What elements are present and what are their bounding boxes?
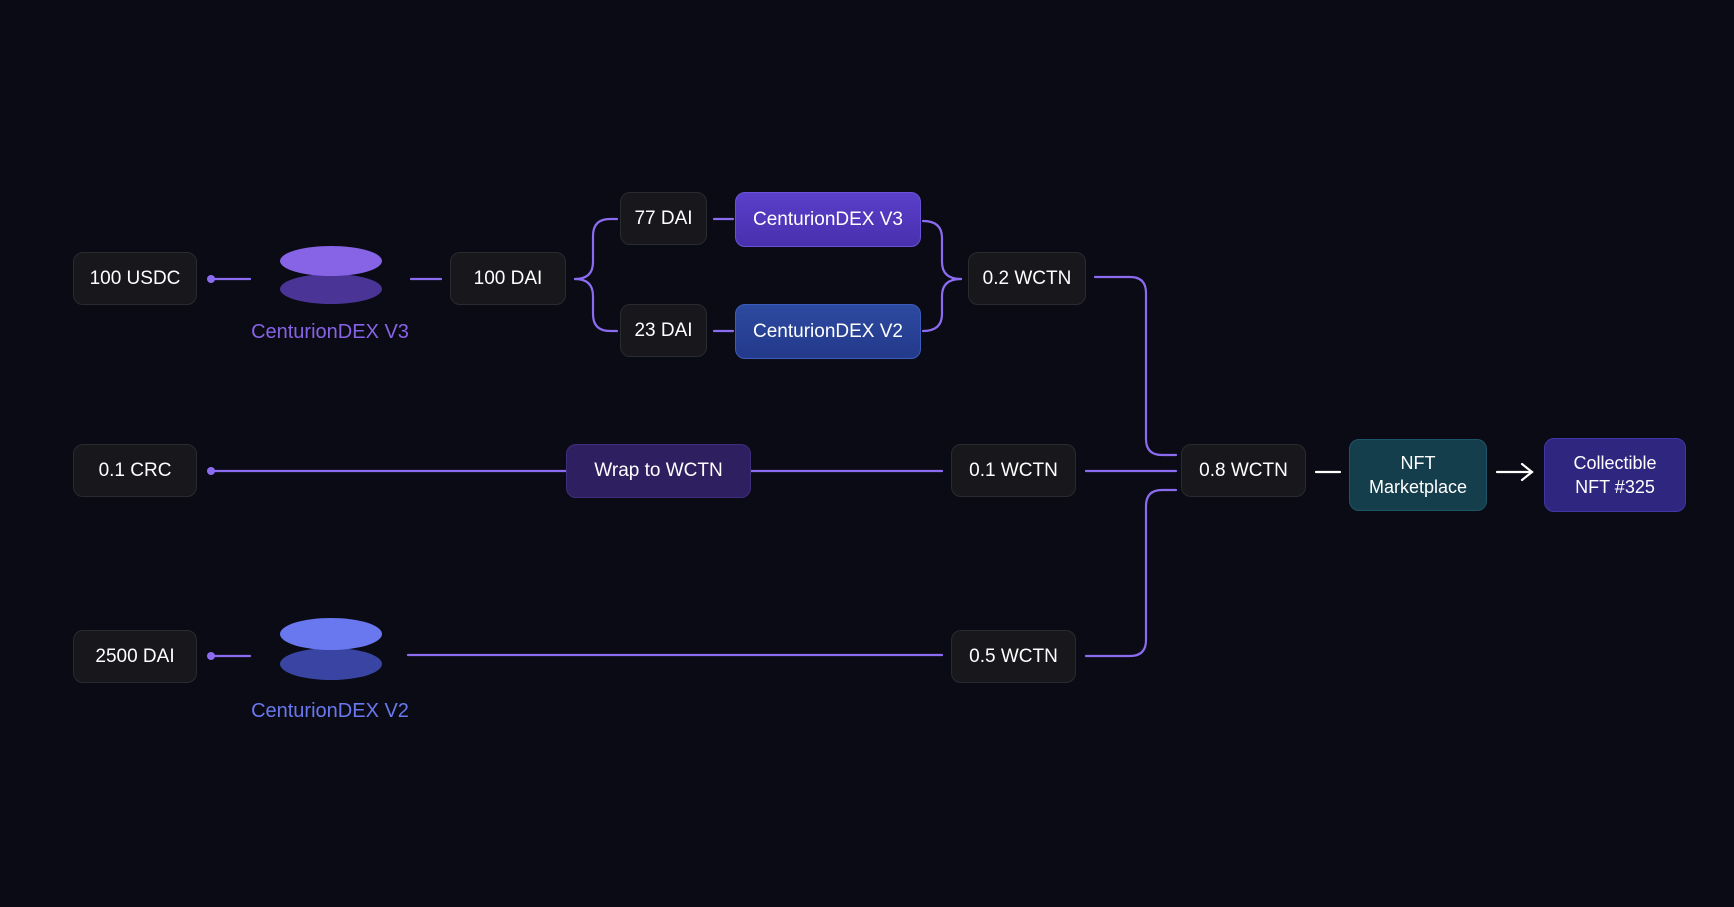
collectible-nft-button[interactable]: Collectible NFT #325 bbox=[1544, 438, 1686, 512]
pool-v2-icon bbox=[280, 618, 382, 680]
dot-usdc bbox=[207, 275, 215, 283]
pool-v3-icon bbox=[280, 246, 382, 304]
dot-dai bbox=[207, 652, 215, 660]
pool-v3-label: CenturionDEX V3 bbox=[251, 321, 409, 343]
dot-crc bbox=[207, 467, 215, 475]
input-crc: 0.1 CRC bbox=[73, 444, 197, 497]
nft-line-1: Collectible bbox=[1573, 453, 1657, 473]
input-usdc: 100 USDC bbox=[73, 252, 197, 305]
arrow-head bbox=[1520, 462, 1534, 482]
wire-merge-top bbox=[921, 219, 963, 281]
token-02-wctn: 0.2 WCTN bbox=[968, 252, 1086, 305]
token-77-dai: 77 DAI bbox=[620, 192, 707, 245]
dex-v3-button[interactable]: CenturionDEX V3 bbox=[735, 192, 921, 247]
token-23-dai: 23 DAI bbox=[620, 304, 707, 357]
token-100-dai: 100 DAI bbox=[450, 252, 566, 305]
wire-split-top bbox=[573, 217, 619, 281]
wrap-to-wctn-button[interactable]: Wrap to WCTN bbox=[566, 444, 751, 498]
nft-marketplace-button[interactable]: NFT Marketplace bbox=[1349, 439, 1487, 511]
wire-02-total bbox=[1093, 275, 1178, 457]
token-05-wctn: 0.5 WCTN bbox=[951, 630, 1076, 683]
token-08-wctn-total: 0.8 WCTN bbox=[1181, 444, 1306, 497]
wire-merge-bottom bbox=[921, 277, 963, 333]
market-line-2: Marketplace bbox=[1368, 477, 1468, 497]
input-2500-dai: 2500 DAI bbox=[73, 630, 197, 683]
nft-line-2: NFT #325 bbox=[1575, 477, 1655, 497]
token-01-wctn: 0.1 WCTN bbox=[951, 444, 1076, 497]
dex-v2-button[interactable]: CenturionDEX V2 bbox=[735, 304, 921, 359]
pool-v2-label: CenturionDEX V2 bbox=[251, 700, 409, 722]
wire-split-bottom bbox=[573, 277, 619, 333]
wire-05-total bbox=[1084, 488, 1178, 658]
market-line-1: NFT bbox=[1400, 453, 1436, 473]
